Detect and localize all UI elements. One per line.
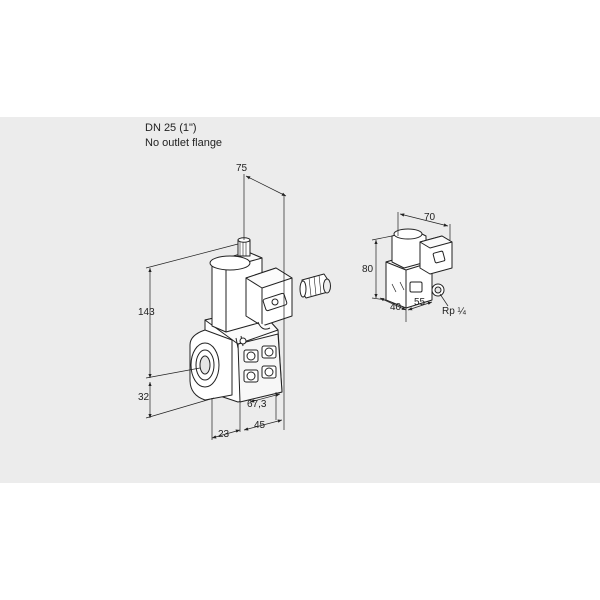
main-dimension-lines xyxy=(145,174,287,440)
dim-height-total: 143 xyxy=(138,307,155,318)
side-dim-height: 80 xyxy=(362,264,374,275)
drawing-panel xyxy=(0,117,600,483)
dim-depth-front: 23 xyxy=(218,429,230,440)
spec-line-size: DN 25 (1") xyxy=(145,122,197,134)
dim-offset: 67,3 xyxy=(247,399,267,410)
side-dim-thread: Rp ¼ xyxy=(442,305,467,317)
side-dim-base-right: 55 xyxy=(414,297,426,308)
side-valve xyxy=(385,228,453,309)
dim-width-top: 75 xyxy=(236,163,248,174)
side-dim-width: 70 xyxy=(424,212,436,223)
side-dim-base-left: 40 xyxy=(390,302,402,313)
dim-width-bottom: 45 xyxy=(254,420,266,431)
dim-height-lower: 32 xyxy=(138,392,150,403)
main-valve xyxy=(189,237,331,403)
side-dimension-lines xyxy=(371,212,451,322)
spec-line-flange: No outlet flange xyxy=(145,137,223,149)
